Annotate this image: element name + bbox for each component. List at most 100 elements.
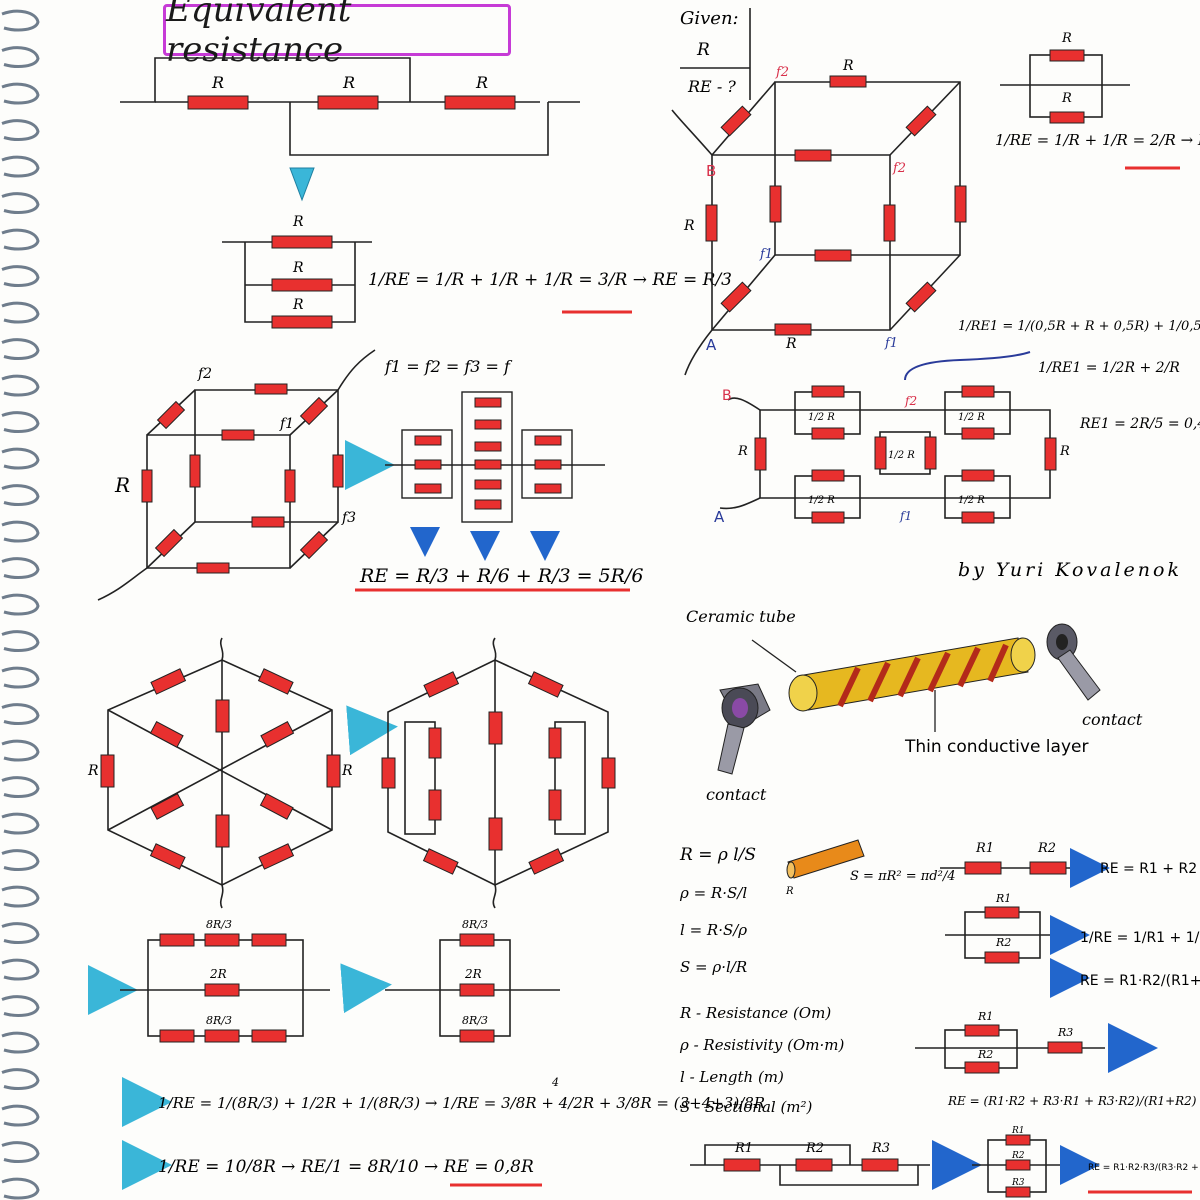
spiral-ring	[1, 849, 40, 871]
wire-segment	[786, 839, 865, 879]
resistor	[534, 483, 562, 494]
three-parallel-resistors	[1005, 1134, 1031, 1198]
label-r: R	[785, 336, 797, 352]
formula-re1-c: RE1 = 2R/5 = 0,4R	[1079, 416, 1200, 432]
parallel-2r-resistors	[1049, 49, 1085, 124]
label-2r: 2R	[464, 967, 482, 981]
label-r: R	[1061, 31, 1072, 46]
given-question: RE - ?	[687, 77, 736, 96]
cube-2-resistors	[705, 75, 967, 336]
formula-mixed: RE = (R1·R2 + R3·R1 + R3·R2)/(R1+R2)	[947, 1094, 1197, 1108]
label-r3: R3	[1057, 1026, 1073, 1039]
resistor	[474, 419, 502, 430]
contact-left	[717, 683, 771, 775]
label-r2: R2	[1011, 1151, 1025, 1161]
label-r1: R1	[1011, 1126, 1025, 1136]
node-b: B	[722, 388, 732, 404]
series-resistors	[964, 861, 1067, 875]
spiral-binding	[1, 9, 40, 1200]
spiral-ring	[1, 958, 40, 981]
label-half-r: 1/2 R	[958, 412, 985, 423]
formula-3a: 1/RE = 1/(8R/3) + 1/2R + 1/(8R/3) → 1/RE…	[158, 1094, 765, 1112]
contact-label-left: contact	[706, 785, 767, 804]
label-half-r: 1/2 R	[808, 495, 835, 506]
label-r: R	[737, 444, 748, 459]
resistor	[474, 459, 502, 470]
spiral-ring	[1, 1141, 40, 1163]
label-r3: R3	[871, 1141, 890, 1156]
page-title: Equivalent resistance	[163, 0, 511, 70]
label-r2: R2	[995, 936, 1011, 949]
node-a: A	[714, 508, 725, 526]
down-arrow	[289, 167, 315, 202]
label-f3: f3	[341, 510, 356, 526]
formula-s: S = ρ·l/R	[680, 958, 747, 976]
formula-rho: ρ = R·S/l	[679, 884, 747, 902]
spiral-ring	[1, 1177, 40, 1200]
down-arrows	[410, 527, 560, 561]
label-half-r: 1/2 R	[808, 412, 835, 423]
parallel-3-resistors	[159, 933, 287, 1043]
spiral-ring	[1, 520, 40, 543]
label-r1: R1	[975, 841, 994, 856]
label-f1: f1	[899, 509, 912, 523]
spiral-ring	[1, 922, 40, 944]
mixed-circuit-resistors	[964, 1024, 1083, 1074]
label-f2: f2	[904, 394, 917, 408]
spiral-ring	[1, 82, 40, 105]
spiral-ring	[1, 447, 40, 470]
label-r: R	[292, 214, 304, 230]
resistor	[474, 441, 502, 452]
formula-re1-a: 1/RE1 = 1/(0,5R + R + 0,5R) + 1/0,5R	[958, 319, 1200, 334]
expanded-resistors	[414, 397, 562, 510]
spiral-ring	[1, 411, 40, 433]
legend-sectional: S - Sectional (m²)	[680, 1098, 813, 1116]
spiral-ring	[1, 703, 40, 725]
resistor	[474, 397, 502, 408]
cube-2-flat-resistors	[754, 385, 1057, 524]
legend-length: l - Length (m)	[680, 1068, 784, 1086]
label-r2: R2	[805, 1141, 824, 1156]
resistor	[414, 483, 442, 494]
label-r1: R1	[734, 1141, 753, 1156]
label-r: R	[87, 763, 99, 779]
contact-label-right: contact	[1082, 710, 1143, 729]
resistor	[414, 435, 442, 446]
resistor	[474, 499, 502, 510]
spiral-ring	[1, 338, 40, 360]
label-f2: f2	[197, 366, 212, 382]
spiral-ring	[1, 9, 40, 32]
spiral-ring	[1, 119, 40, 141]
equal-potentials: f1 = f2 = f3 = f	[384, 357, 513, 376]
label-f1: f1	[884, 336, 898, 351]
legend-resistance: R - Resistance (Om)	[679, 1004, 831, 1022]
spiral-ring	[1, 192, 40, 214]
spiral-ring	[1, 374, 40, 397]
formula-parallel-1: 1/RE = 1/R1 + 1/R2	[1080, 930, 1200, 946]
three-resistor-circuit-resistors	[723, 1158, 899, 1172]
formula-three-parallel: RE = R1·R2·R3/(R3·R2 + R1·R3 + R1·R2)	[1088, 1163, 1200, 1173]
hexagon-2-resistors	[381, 671, 616, 875]
label-f2: f2	[775, 65, 789, 80]
spiral-ring	[1, 265, 40, 287]
label-r: R	[341, 763, 353, 779]
label-8r3: 8R/3	[206, 918, 232, 931]
page-title-text: Equivalent resistance	[166, 0, 352, 70]
label-r2: R2	[1037, 841, 1056, 856]
layer-label: Thin conductive layer	[904, 737, 1088, 757]
formula-3a-superscript: 4	[551, 1076, 559, 1089]
label-r: R	[475, 73, 488, 92]
legend: R - Resistance (Om) ρ - Resistivity (Om·…	[679, 1004, 845, 1116]
label-r: R	[114, 473, 130, 497]
label-2r: 2R	[209, 967, 227, 981]
cube-2-flat	[719, 351, 1051, 519]
label-half-r: 1/2 R	[958, 495, 985, 506]
given-label: Given:	[680, 8, 739, 29]
label-r: R	[683, 218, 695, 234]
label-8r3: 8R/3	[206, 1014, 232, 1027]
formula-r: R = ρ l/S	[679, 845, 756, 865]
spiral-ring	[1, 301, 40, 324]
spiral-ring	[1, 155, 40, 178]
parallel-2r	[1000, 54, 1130, 118]
